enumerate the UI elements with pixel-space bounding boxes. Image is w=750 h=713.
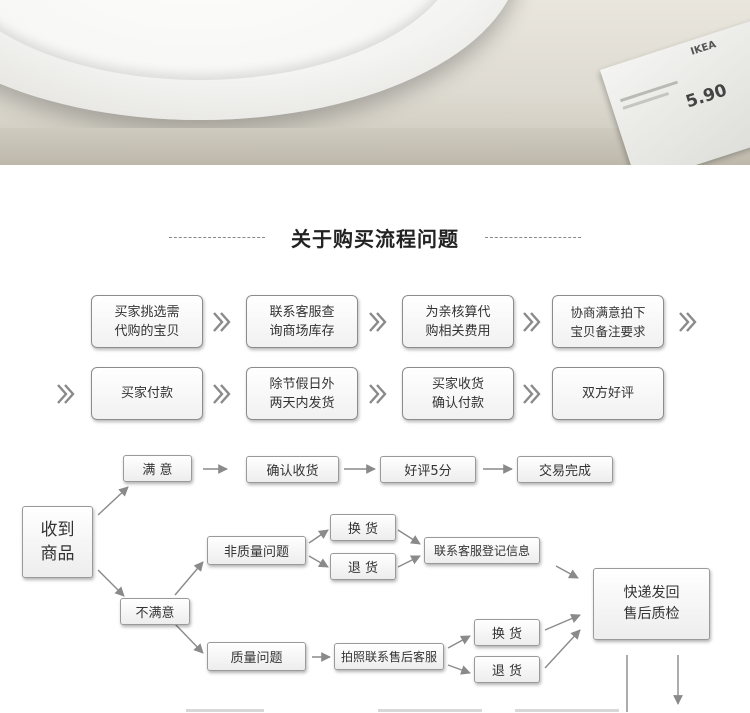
step-ship: 除节假日外 两天内发货 [246,367,358,420]
step-pay: 买家付款 [91,367,203,420]
flow-unsatisfied: 不满意 [120,598,190,625]
title-dash-left [169,237,265,238]
chevron-right-icon [210,310,234,334]
section-title-row: 关于购买流程问题 [0,222,750,252]
step-place-order: 协商满意拍下 宝贝备注要求 [552,295,664,348]
flow-return-1: 退 货 [330,553,396,580]
flow-non-quality: 非质量问题 [207,536,306,565]
flow-satisfied: 满 意 [123,455,192,482]
product-photo: IKEA 5.90 [0,0,750,165]
chevron-right-icon [210,382,234,406]
step-check-stock: 联系客服查 询商场库存 [246,295,358,348]
step-calc-fee: 为亲核算代 购相关费用 [402,295,514,348]
step-confirm-payment: 买家收货 确认付款 [402,367,514,420]
page-title: 关于购买流程问题 [291,223,459,252]
flow-quality: 质量问题 [207,642,306,671]
step-mutual-review: 双方好评 [552,367,664,420]
title-dash-right [485,237,581,238]
chevron-right-icon [520,310,544,334]
flow-exchange-2: 换 货 [474,619,540,646]
flow-exchange-1: 换 货 [330,514,396,541]
flow-express-back: 快递发回 售后质检 [593,568,710,640]
flow-contact-service: 联系客服登记信息 [424,537,540,564]
flow-deal-done: 交易完成 [517,456,613,483]
flow-received: 收到 商品 [22,506,93,578]
chevron-right-icon [676,310,700,334]
price-tag-brand: IKEA [689,39,717,58]
flow-confirm-receipt: 确认收货 [246,456,339,483]
flow-return-2: 退 货 [474,656,540,683]
chevron-right-icon [54,382,78,406]
flow-good-review: 好评5分 [380,456,476,483]
flow-photo-contact: 拍照联系售后客服 [334,643,444,670]
chevron-right-icon [366,382,390,406]
chevron-right-icon [366,310,390,334]
chevron-right-icon [520,382,544,406]
price-tag-price: 5.90 [683,80,729,112]
step-choose-item: 买家挑选需 代购的宝贝 [91,295,203,348]
